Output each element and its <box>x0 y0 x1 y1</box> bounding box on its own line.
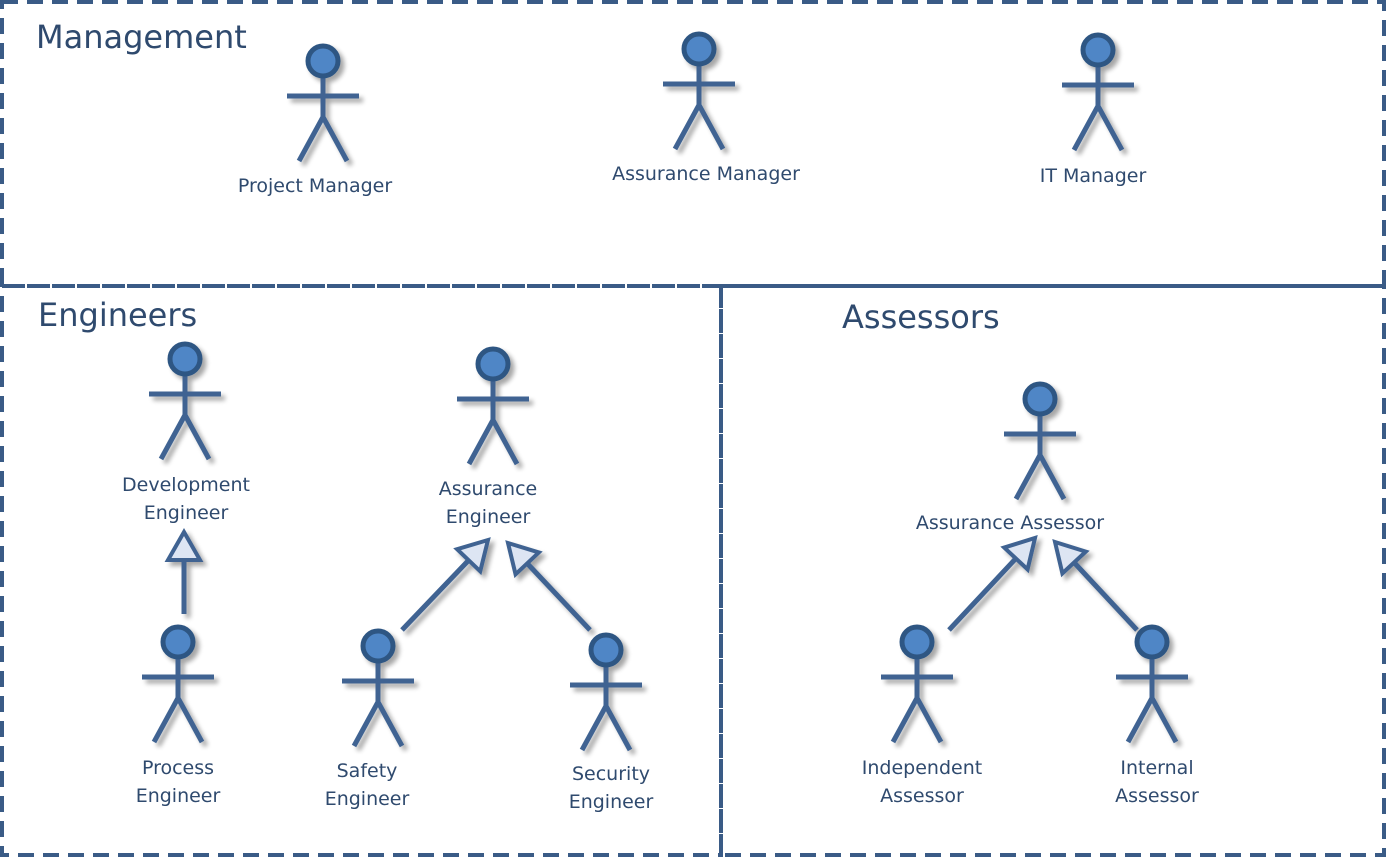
actor-label-line: Project Manager <box>238 175 393 197</box>
actor-label-line: Engineer <box>144 502 229 524</box>
actor-label-line: Assurance Manager <box>612 163 800 185</box>
management-title: Management <box>36 18 247 56</box>
generalization-internal-assessor-to-assurance-assessor <box>1052 539 1139 632</box>
assessors-boundary <box>719 284 1386 857</box>
generalization-safety-engineer-to-assurance-engineer <box>400 537 491 632</box>
generalization-arrowhead-icon <box>1052 539 1090 578</box>
actor-label-line: Engineer <box>325 788 410 810</box>
actor-label-line: Engineer <box>569 791 654 813</box>
actor-figure-icon <box>663 31 735 151</box>
actor-figure-icon <box>1116 624 1188 744</box>
actors-layer: Project Manager Assurance Manager IT Manag… <box>122 31 1199 813</box>
actor-figure-icon <box>881 624 953 744</box>
actor-figure-icon <box>1004 381 1076 501</box>
actor-label-line: Assurance <box>439 478 537 500</box>
actor-label-line: Assessor <box>880 785 964 807</box>
actor-label-line: Development <box>122 474 250 496</box>
generalization-security-engineer-to-assurance-engineer <box>505 540 592 632</box>
actor-figure-icon <box>142 624 214 744</box>
generalization-arrowhead-icon <box>164 527 204 562</box>
actor-it-manager[interactable]: IT Manager <box>1040 32 1147 187</box>
actor-label: Assurance Assessor <box>916 512 1104 534</box>
actor-label-line: Assurance Assessor <box>916 512 1104 534</box>
actor-label-line: IT Manager <box>1040 165 1147 187</box>
actor-label-line: Security <box>572 763 650 785</box>
generalization-connectors <box>164 527 1139 632</box>
actor-label: IT Manager <box>1040 165 1147 187</box>
actor-label-line: Engineer <box>446 506 531 528</box>
actor-project-manager[interactable]: Project Manager <box>238 43 393 197</box>
generalization-independent-assessor-to-assurance-assessor <box>947 535 1038 632</box>
actor-figure-icon <box>149 341 221 461</box>
actor-label-line: Internal <box>1120 757 1193 779</box>
actor-label-line: Engineer <box>136 785 221 807</box>
actor-figure-icon <box>1062 32 1134 152</box>
actor-figure-icon <box>287 43 359 163</box>
generalization-process-engineer-to-development-engineer <box>164 527 204 614</box>
actor-label-line: Safety <box>337 760 398 782</box>
actor-label: Assurance Manager <box>612 163 800 185</box>
actor-label-line: Independent <box>862 757 982 779</box>
assessors-title: Assessors <box>842 298 1000 336</box>
engineers-title: Engineers <box>38 296 197 334</box>
actor-figure-icon <box>342 628 414 748</box>
actor-label: Project Manager <box>238 175 393 197</box>
generalization-arrowhead-icon <box>505 540 543 579</box>
generalization-arrowhead-icon <box>453 537 491 576</box>
actor-assurance-assessor[interactable]: Assurance Assessor <box>916 381 1104 534</box>
actor-figure-icon <box>570 632 642 752</box>
actor-figure-icon <box>457 346 529 466</box>
actor-label-line: Process <box>142 757 214 779</box>
generalization-arrowhead-icon <box>1000 535 1038 574</box>
actor-assurance-manager[interactable]: Assurance Manager <box>612 31 800 185</box>
actor-label-line: Assessor <box>1115 785 1199 807</box>
